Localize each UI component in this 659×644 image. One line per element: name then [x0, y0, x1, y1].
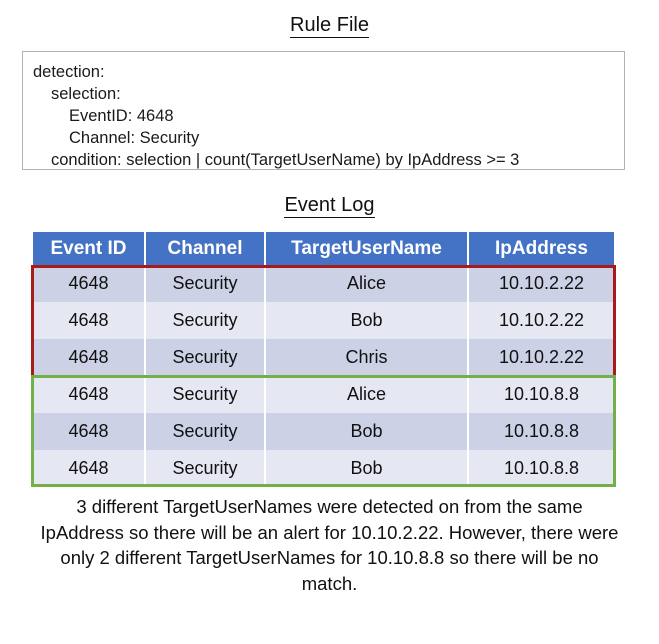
cell-channel: Security	[144, 450, 266, 487]
cell-event-id: 4648	[33, 450, 146, 487]
cell-event-id: 4648	[33, 265, 146, 302]
rule-line-detection: detection:	[33, 63, 105, 81]
table-row: 4648 Security Alice 10.10.2.22	[33, 265, 614, 302]
cell-target-user-name: Bob	[264, 450, 469, 487]
cell-event-id: 4648	[33, 413, 146, 450]
table-row: 4648 Security Bob 10.10.2.22	[33, 302, 614, 339]
rule-file-box: detection: selection: EventID: 4648 Chan…	[22, 51, 625, 170]
rule-line-eventid: EventID: 4648	[69, 107, 174, 125]
cell-target-user-name: Bob	[264, 302, 469, 339]
cell-ip-address: 10.10.8.8	[467, 376, 614, 413]
explanation-caption: 3 different TargetUserNames were detecte…	[40, 496, 619, 594]
column-header-target-user-name: TargetUserName	[264, 232, 469, 265]
cell-ip-address: 10.10.8.8	[467, 413, 614, 450]
rule-line-selection: selection:	[51, 85, 121, 103]
cell-ip-address: 10.10.2.22	[467, 265, 614, 302]
cell-ip-address: 10.10.2.22	[467, 339, 614, 376]
rule-file-title: Rule File	[0, 13, 659, 38]
cell-target-user-name: Alice	[264, 376, 469, 413]
cell-target-user-name: Alice	[264, 265, 469, 302]
cell-target-user-name: Bob	[264, 413, 469, 450]
table-header-row: Event ID Channel TargetUserName IpAddres…	[33, 232, 614, 265]
table-row: 4648 Security Bob 10.10.8.8	[33, 450, 614, 487]
cell-ip-address: 10.10.2.22	[467, 302, 614, 339]
column-header-channel: Channel	[144, 232, 266, 265]
cell-channel: Security	[144, 376, 266, 413]
event-log-title-text: Event Log	[284, 194, 375, 218]
rule-line-channel: Channel: Security	[69, 129, 200, 147]
cell-event-id: 4648	[33, 376, 146, 413]
rule-line-condition: condition: selection | count(TargetUserN…	[51, 151, 520, 169]
table-row: 4648 Security Chris 10.10.2.22	[33, 339, 614, 376]
event-log-title: Event Log	[0, 193, 659, 218]
cell-ip-address: 10.10.8.8	[467, 450, 614, 487]
cell-channel: Security	[144, 339, 266, 376]
cell-channel: Security	[144, 302, 266, 339]
rule-file-title-text: Rule File	[290, 14, 369, 38]
cell-event-id: 4648	[33, 339, 146, 376]
column-header-event-id: Event ID	[33, 232, 146, 265]
cell-target-user-name: Chris	[264, 339, 469, 376]
table-row: 4648 Security Alice 10.10.8.8	[33, 376, 614, 413]
table-row: 4648 Security Bob 10.10.8.8	[33, 413, 614, 450]
cell-channel: Security	[144, 265, 266, 302]
event-log-table: Event ID Channel TargetUserName IpAddres…	[33, 232, 614, 487]
cell-channel: Security	[144, 413, 266, 450]
cell-event-id: 4648	[33, 302, 146, 339]
column-header-ip-address: IpAddress	[467, 232, 614, 265]
